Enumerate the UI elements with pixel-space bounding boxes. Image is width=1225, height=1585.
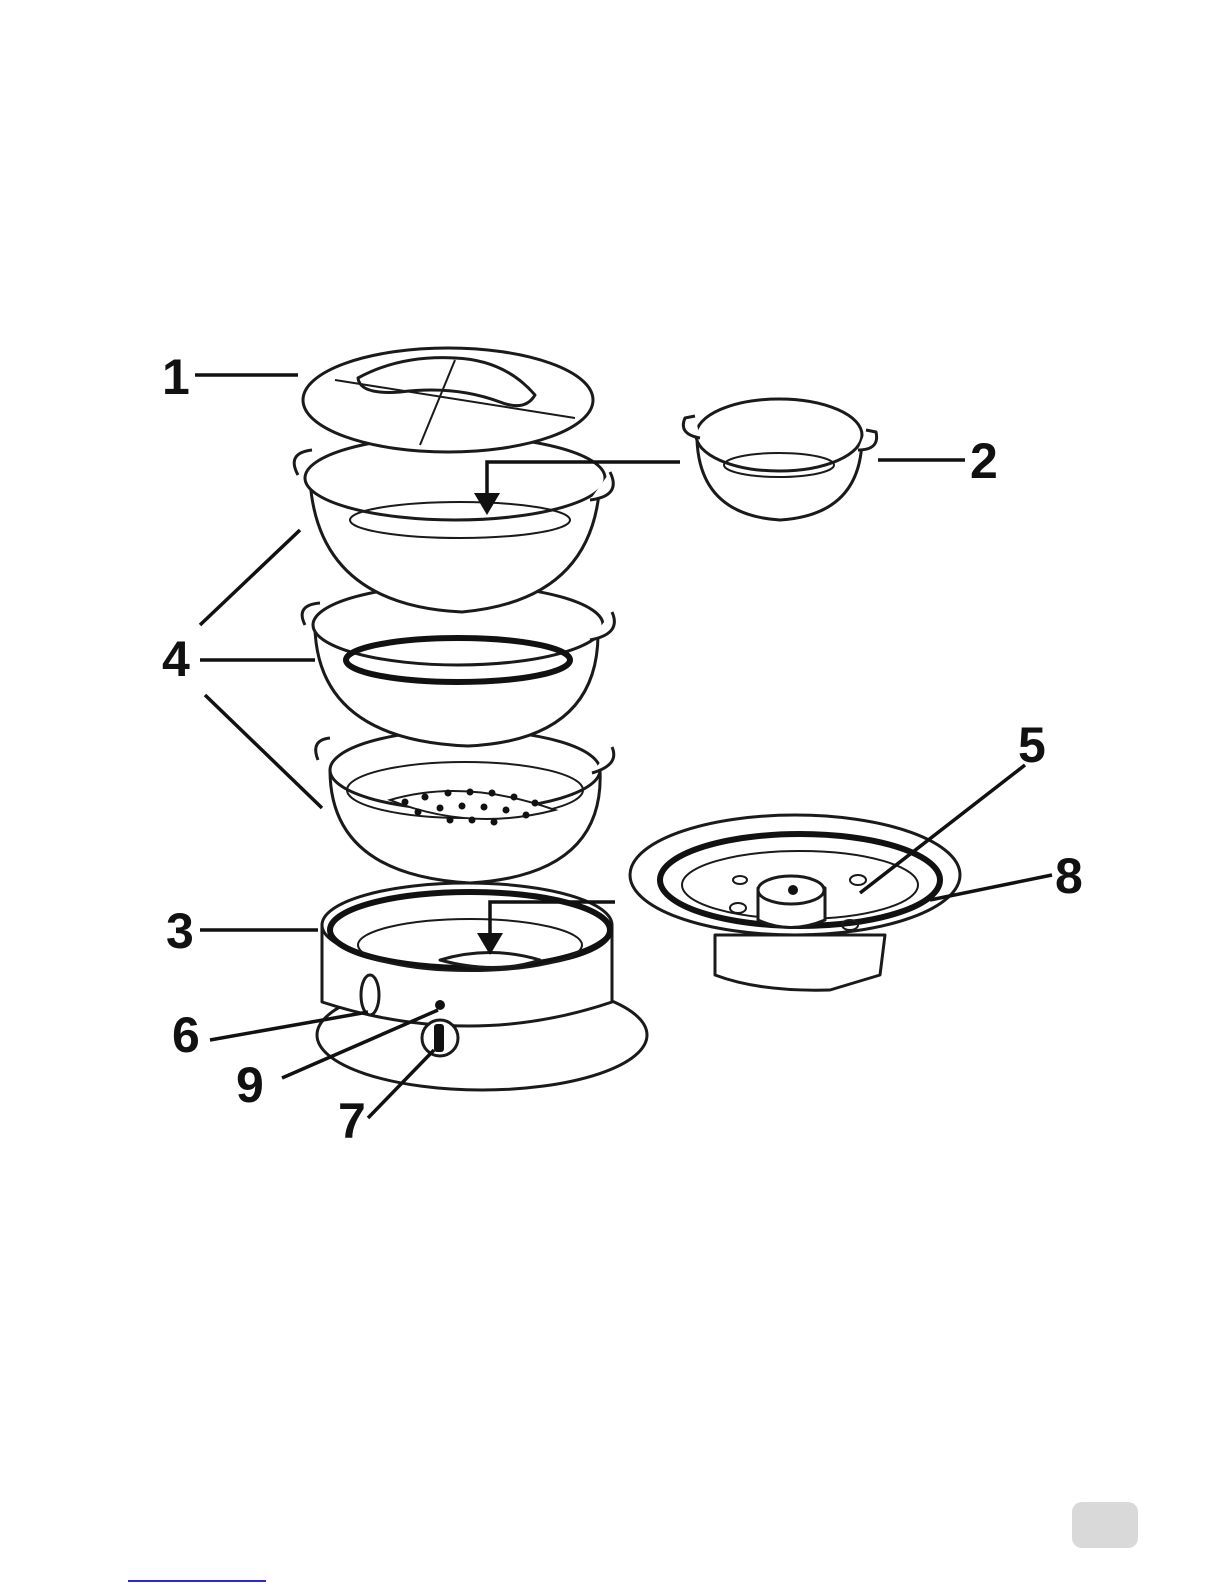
callout-5: 5 [1018, 717, 1046, 773]
steamer-base [317, 883, 647, 1090]
callout-9: 9 [236, 1057, 264, 1113]
drip-tray [630, 815, 960, 990]
callout-8: 8 [1055, 848, 1083, 904]
page-number-badge [1072, 1502, 1138, 1548]
indicator-light [435, 1000, 445, 1010]
water-level-window [361, 975, 379, 1015]
callout-1: 1 [162, 349, 190, 405]
callout-6: 6 [172, 1007, 200, 1063]
callout-3: 3 [166, 903, 194, 959]
callout-7: 7 [338, 1093, 366, 1149]
steamer-bowl-bottom [316, 730, 614, 883]
rice-bowl [683, 399, 876, 520]
steamer-lid [303, 348, 593, 452]
callout-2: 2 [970, 433, 998, 489]
footer-link-underline[interactable] [128, 1580, 266, 1582]
callout-4: 4 [162, 631, 190, 687]
